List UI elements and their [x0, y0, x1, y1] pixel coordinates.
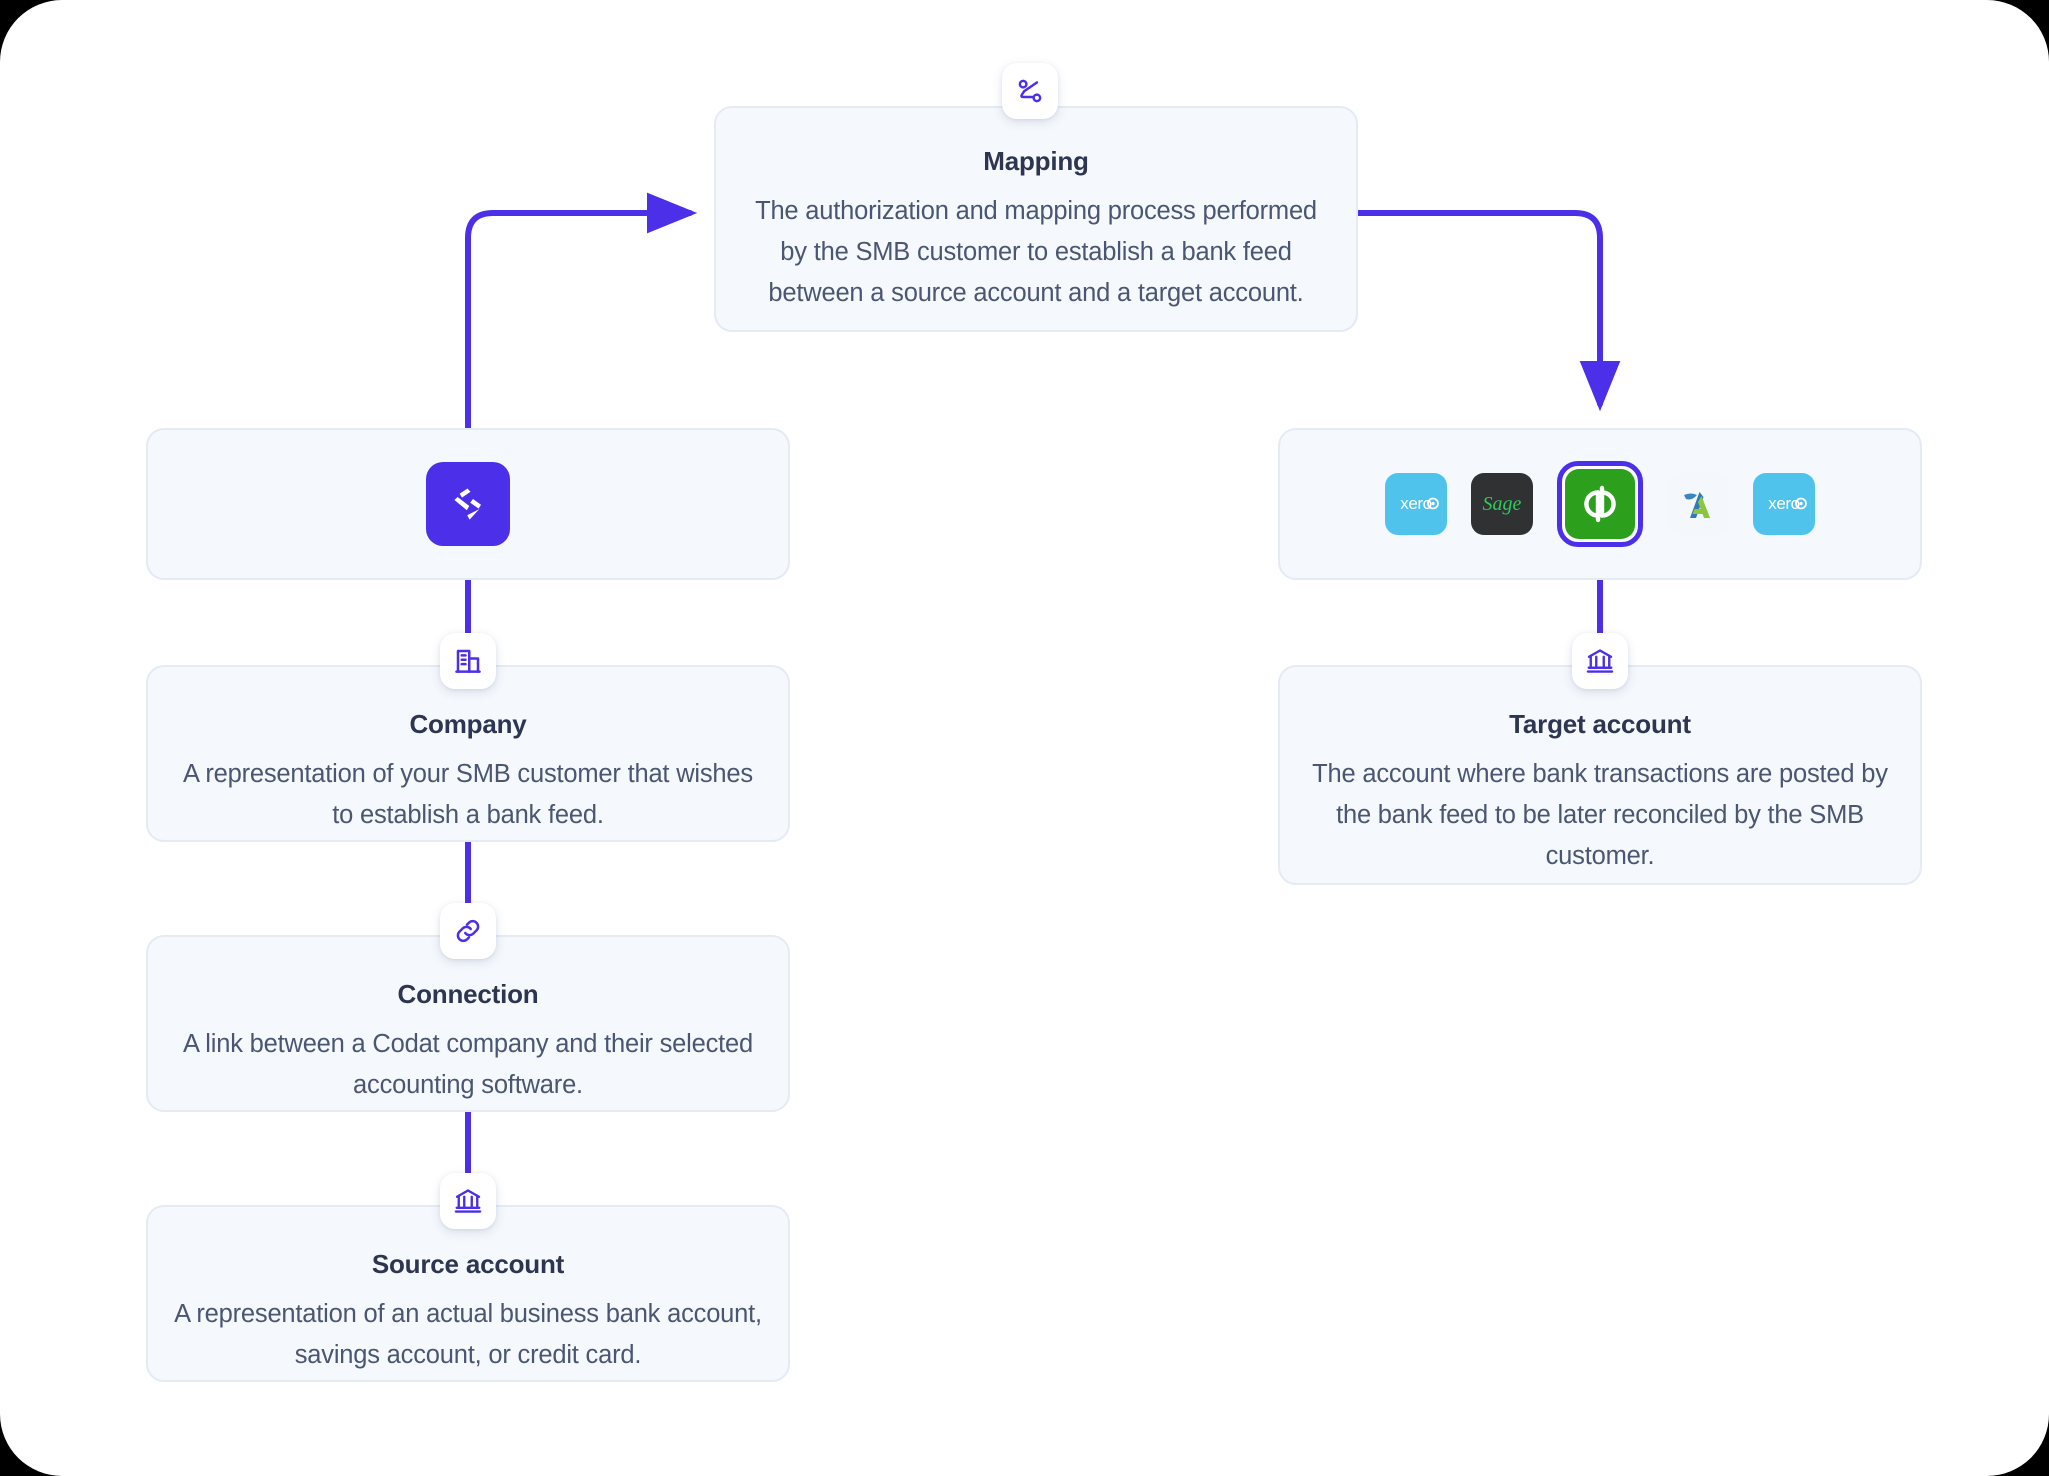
xero-logo[interactable]: xero: [1385, 473, 1447, 535]
connector-mapping-to-software: [1355, 210, 1621, 412]
connector-codat-to-mapping: [465, 192, 698, 431]
xero-logo-2-label: xero: [1768, 494, 1799, 513]
connection-title: Connection: [397, 979, 539, 1009]
route-icon: [1002, 63, 1058, 119]
node-card-source-account: Source account A representation of an ac…: [146, 1205, 790, 1382]
target-account-title: Target account: [1509, 709, 1691, 739]
mapping-description: The authorization and mapping process pe…: [755, 197, 1317, 307]
node-card-target-account: Target account The account where bank tr…: [1278, 665, 1922, 885]
node-card-codat: [146, 428, 790, 580]
company-title: Company: [409, 709, 527, 739]
bank-icon: [440, 1173, 496, 1229]
source-account-description: A representation of an actual business b…: [174, 1300, 762, 1369]
software-logo-row: xero Sage: [1385, 461, 1815, 547]
building-icon: [440, 633, 496, 689]
quickbooks-selected-ring[interactable]: [1557, 461, 1643, 547]
node-card-mapping: Mapping The authorization and mapping pr…: [714, 106, 1358, 332]
company-description: A representation of your SMB customer th…: [183, 760, 753, 829]
target-account-description: The account where bank transactions are …: [1312, 760, 1888, 870]
quickbooks-logo: [1565, 469, 1635, 539]
freeagent-logo[interactable]: [1667, 473, 1729, 535]
node-card-company: Company A representation of your SMB cus…: [146, 665, 790, 842]
codat-logo: [426, 462, 510, 546]
node-card-software-list: xero Sage: [1278, 428, 1922, 580]
sage-logo-label: Sage: [1483, 493, 1522, 515]
xero-logo-label: xero: [1400, 494, 1431, 513]
sage-logo[interactable]: Sage: [1471, 473, 1533, 535]
node-card-connection: Connection A link between a Codat compan…: [146, 935, 790, 1112]
mapping-title: Mapping: [983, 146, 1089, 176]
source-account-title: Source account: [371, 1249, 565, 1279]
xero-logo-2[interactable]: xero: [1753, 473, 1815, 535]
link-icon: [440, 903, 496, 959]
bank-icon-target: [1572, 633, 1628, 689]
connection-description: A link between a Codat company and their…: [183, 1030, 753, 1099]
